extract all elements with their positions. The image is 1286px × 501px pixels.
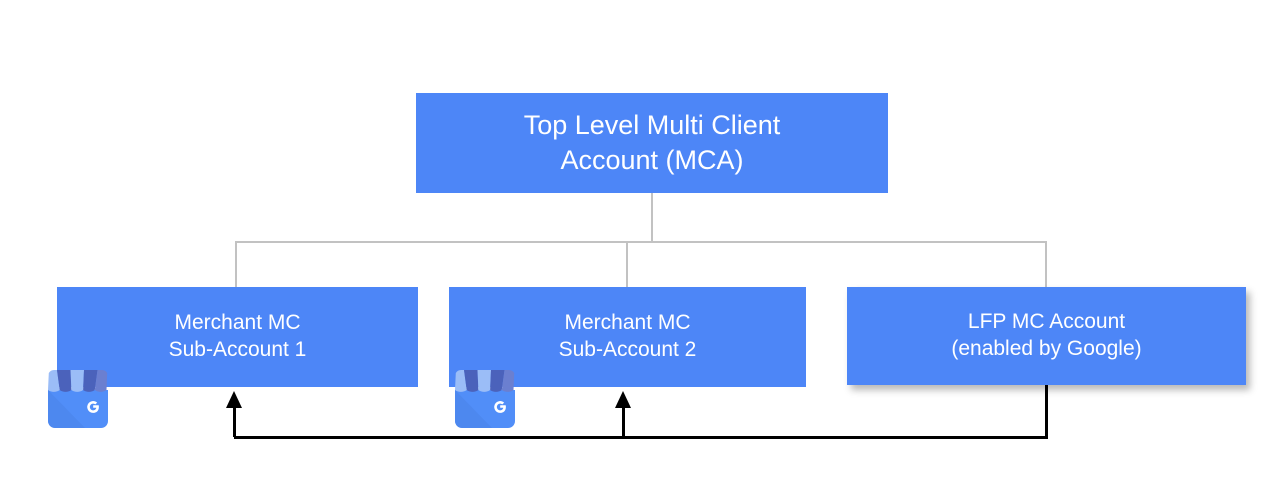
feedback-line-horizontal	[234, 436, 1048, 439]
tree-connector-drop-lfp	[1045, 241, 1047, 289]
node-top-level-mca[interactable]: Top Level Multi Client Account (MCA)	[416, 93, 888, 193]
node-merchant-mc-sub-account-2-line2: Sub-Account 2	[558, 338, 697, 361]
node-merchant-mc-sub-account-1-line2: Sub-Account 1	[168, 338, 307, 361]
node-lfp-mc-account[interactable]: LFP MC Account (enabled by Google)	[847, 287, 1246, 385]
node-merchant-mc-sub-account-2-line1: Merchant MC	[564, 311, 691, 335]
feedback-line-from-lfp	[1045, 385, 1048, 437]
feedback-line-to-sub2	[622, 405, 625, 437]
feedback-arrowhead-sub1	[226, 391, 242, 408]
tree-connector-drop-sub1	[235, 241, 237, 289]
tree-connector-stem	[651, 193, 653, 243]
tree-connector-drop-sub2	[626, 241, 628, 289]
node-top-level-mca-line1: Top Level Multi Client	[523, 110, 781, 141]
node-lfp-mc-account-line2: (enabled by Google)	[951, 337, 1142, 360]
node-merchant-mc-sub-account-2[interactable]: Merchant MC Sub-Account 2	[449, 287, 806, 387]
node-top-level-mca-line2: Account (MCA)	[560, 145, 744, 175]
google-business-profile-storefront-icon	[43, 366, 113, 432]
tree-connector-horizontal-bar	[235, 241, 1047, 243]
feedback-arrowhead-sub2	[615, 391, 631, 408]
node-merchant-mc-sub-account-1-line1: Merchant MC	[174, 311, 301, 335]
feedback-line-to-sub1	[233, 405, 236, 437]
node-lfp-mc-account-line1: LFP MC Account	[967, 310, 1126, 334]
google-business-profile-storefront-icon	[450, 366, 520, 432]
node-merchant-mc-sub-account-1[interactable]: Merchant MC Sub-Account 1	[57, 287, 418, 387]
